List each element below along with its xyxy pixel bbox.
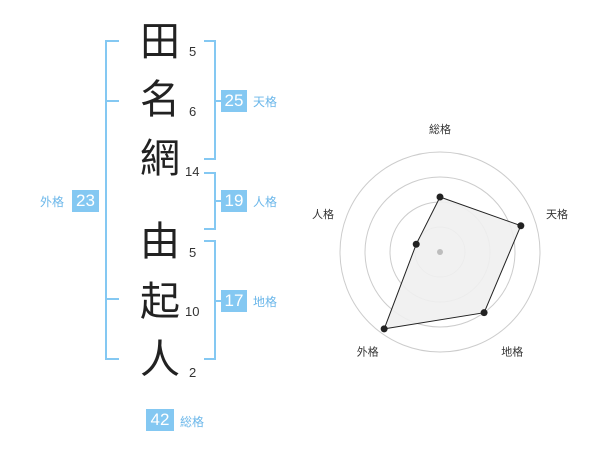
name-char-2: 名 [140, 77, 180, 123]
radar-axis-label: 天格 [546, 207, 568, 221]
name-char-1: 田 [140, 19, 180, 65]
name-char-4: 由 [140, 219, 180, 265]
radar-axis-label: 外格 [357, 345, 379, 359]
name-char-5: 起 [140, 279, 180, 325]
jinkaku-label: 人格 [253, 195, 278, 209]
radar-point-1 [436, 193, 444, 201]
jinkaku-score-badge: 19 [221, 190, 247, 212]
soukaku-label: 総格 [180, 415, 205, 429]
radar-ring [339, 151, 541, 353]
radar-axis-label: 地格 [501, 345, 523, 359]
stroke-count-6: 2 [189, 365, 197, 380]
radar-axis-label: 人格 [312, 207, 334, 221]
radar-point-2 [517, 222, 525, 230]
radar-axis-label: 総格 [429, 122, 451, 136]
stroke-count-2: 6 [189, 104, 197, 119]
tenkaku-score-badge: 25 [221, 90, 247, 112]
radar-center-dot [437, 249, 443, 255]
chikaku-label: 地格 [253, 295, 278, 309]
chikaku-score-badge: 17 [221, 290, 247, 312]
radar-point-3 [480, 309, 488, 317]
gaikaku-label: 外格 [40, 195, 65, 209]
stroke-count-5: 10 [185, 304, 200, 319]
name-char-3: 網 [140, 136, 180, 182]
tenkaku-label: 天格 [253, 95, 278, 109]
stroke-count-4: 5 [189, 245, 197, 260]
radar-point-5 [412, 240, 420, 248]
stroke-count-1: 5 [189, 44, 197, 59]
radar-area [383, 196, 522, 330]
soukaku-score-badge: 42 [146, 409, 174, 431]
name-char-6: 人 [140, 337, 180, 383]
radar-ring [364, 176, 516, 328]
gaikaku-score-badge: 23 [72, 190, 99, 212]
radar-point-4 [380, 325, 388, 333]
stroke-count-3: 14 [185, 164, 200, 179]
